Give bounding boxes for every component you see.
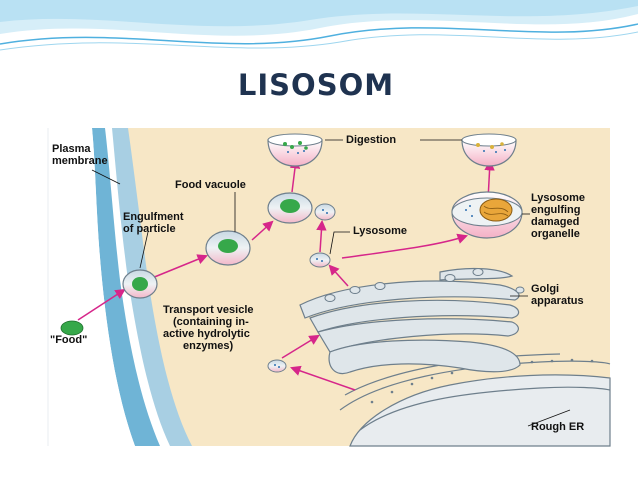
arrow-golgi-to-lysosome [328, 264, 349, 287]
food-vacuole-icon [205, 230, 251, 266]
plasma-membrane [112, 128, 192, 446]
golgi-vesicles [324, 268, 525, 302]
digestion-cup-right-icon [461, 133, 517, 167]
slide-title: LISOSOM [237, 68, 395, 102]
label-transport-vesicle: Transport vesicle (containing in- active… [163, 304, 254, 352]
vacuole-lysosome-fusion-icon [267, 192, 336, 224]
food-particle-icon [60, 320, 84, 336]
transport-vesicle-icon [267, 359, 287, 373]
arrow-lysosome-up [316, 219, 327, 253]
arrow-er-to-vesicle [290, 365, 356, 391]
rough-er [339, 353, 611, 447]
lysosome-icon [309, 252, 331, 268]
arrow-food-to-engulf [77, 288, 126, 321]
label-digestion: Digestion [346, 134, 397, 146]
label-lysosome: Lysosome [353, 225, 408, 237]
lysosome-engulfing-organelle-icon [451, 191, 523, 239]
label-food: "Food" [50, 334, 88, 346]
arrow-vesicle-to-golgi [281, 334, 320, 359]
engulfment-vesicle-icon [122, 269, 158, 299]
arrow-vacuole-to-fusion [251, 220, 274, 241]
decorative-header-waves [0, 0, 638, 51]
label-rough-er: Rough ER [531, 421, 585, 433]
digestion-cup-left-icon [267, 133, 323, 167]
label-food-vacuole: Food vacuole [175, 179, 246, 191]
arrow-engulf-to-vacuole [151, 254, 208, 279]
arrow-lysosome-to-engulfing [341, 233, 468, 259]
